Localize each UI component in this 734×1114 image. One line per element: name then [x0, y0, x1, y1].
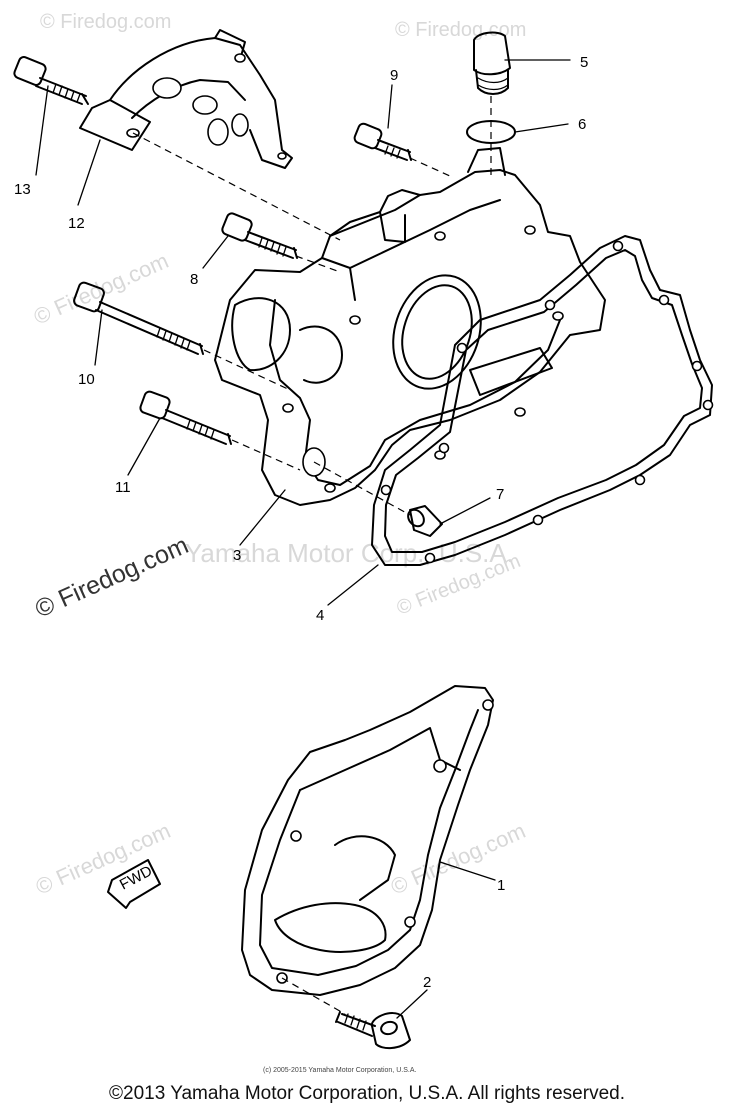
- callout-5: 5: [580, 54, 588, 71]
- copyright-footer: ©2013 Yamaha Motor Corporation, U.S.A. A…: [109, 1083, 625, 1104]
- callout-13: 13: [14, 181, 31, 198]
- bolt-9: [353, 122, 412, 161]
- callout-2: 2: [423, 974, 431, 991]
- crankcase-cover-3: [214, 147, 606, 506]
- watermark-firedog: © Firedog.com: [387, 818, 529, 900]
- dowel-7: [407, 505, 443, 537]
- callout-11: 11: [115, 479, 131, 496]
- bolt-10: [73, 281, 204, 355]
- bolt-8: [221, 212, 298, 259]
- watermark-firedog: © Firedog.com: [40, 11, 171, 33]
- bracket-12: [79, 29, 293, 169]
- cover-1: [241, 685, 494, 996]
- callout-10: 10: [78, 371, 95, 388]
- bolt-11: [139, 390, 232, 445]
- callout-6: 6: [578, 116, 586, 133]
- watermark-firedog-dark: © Firedog.com: [31, 531, 192, 623]
- watermark-firedog: © Firedog.com: [395, 19, 526, 41]
- leader-lines: [35, 59, 571, 1019]
- callout-1: 1: [497, 877, 505, 894]
- plug-5: [473, 31, 511, 95]
- bolt-13: [13, 56, 89, 105]
- gasket-4: [371, 235, 714, 566]
- callout-4: 4: [316, 607, 324, 624]
- callout-3: 3: [233, 547, 241, 564]
- callout-7: 7: [496, 486, 504, 503]
- callout-numbers: 1 2 3 4 5 6 7 8 9 10 11 12 13: [14, 54, 588, 991]
- fwd-arrow-icon: FWD: [107, 859, 161, 909]
- callout-12: 12: [68, 215, 85, 232]
- callout-9: 9: [390, 67, 398, 84]
- assembly-lines: [132, 96, 492, 1015]
- callout-8: 8: [190, 271, 198, 288]
- small-copyright: (c) 2005-2015 Yamaha Motor Corporation, …: [263, 1067, 416, 1074]
- bolt-2: [335, 1011, 411, 1050]
